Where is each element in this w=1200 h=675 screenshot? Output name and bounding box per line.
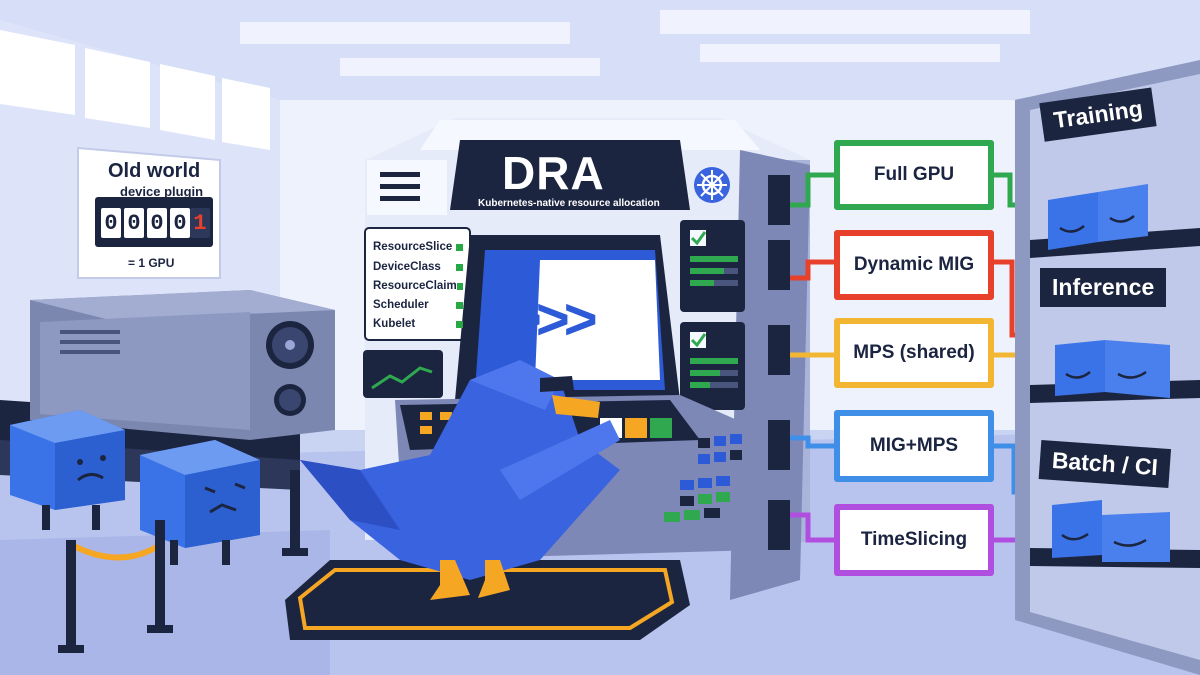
status-dot bbox=[456, 282, 463, 290]
vent bbox=[60, 330, 120, 334]
counter-digit: 0 bbox=[147, 208, 167, 238]
queue-barrier bbox=[58, 470, 308, 653]
console-title: DRA bbox=[502, 147, 605, 199]
old-world-subtitle: device plugin bbox=[120, 184, 204, 199]
counter-digit: 0 bbox=[101, 208, 121, 238]
route-full-gpu: Full GPU bbox=[834, 140, 994, 210]
counter-digit: 0 bbox=[124, 208, 144, 238]
check-icon bbox=[690, 230, 707, 246]
resource-item-kubelet: Kubelet bbox=[369, 314, 467, 334]
status-dot bbox=[456, 263, 463, 271]
happy-cube bbox=[1052, 500, 1170, 562]
resource-label: Scheduler bbox=[373, 299, 429, 311]
counter-digit: 0 bbox=[170, 208, 190, 238]
console-arrows: >>> bbox=[508, 287, 598, 352]
window bbox=[222, 78, 270, 150]
status-dot bbox=[456, 243, 463, 251]
resource-label: Kubelet bbox=[373, 318, 416, 330]
happy-cube bbox=[1055, 340, 1170, 398]
console-subtitle: Kubernetes-native resource allocation bbox=[478, 198, 660, 209]
old-world-title: Old world bbox=[108, 160, 201, 182]
resource-item-scheduler: Scheduler bbox=[369, 295, 467, 315]
resource-item-deviceclass: DeviceClass bbox=[369, 257, 467, 277]
resource-item-resourceslice: ResourceSlice bbox=[369, 237, 467, 257]
route-mig-mps: MIG+MPS bbox=[834, 410, 994, 482]
resource-label: ResourceClaim bbox=[373, 280, 457, 292]
route-mps-shared: MPS (shared) bbox=[834, 318, 994, 388]
ceiling-light bbox=[700, 44, 1000, 62]
trend-up-icon bbox=[371, 366, 433, 390]
counter-digit-active: 1 bbox=[190, 208, 210, 238]
resource-label: ResourceSlice bbox=[373, 241, 453, 253]
old-gpu-box-top bbox=[30, 290, 335, 320]
kubernetes-helm-icon bbox=[694, 167, 730, 203]
vent bbox=[60, 340, 120, 344]
status-dot bbox=[456, 301, 463, 309]
platform bbox=[285, 560, 690, 640]
resource-item-resourceclaim: ResourceClaim bbox=[369, 276, 467, 296]
old-world-footer: = 1 GPU bbox=[128, 256, 175, 270]
gpu-fan-icon bbox=[266, 321, 314, 416]
route-timeslicing: TimeSlicing bbox=[834, 504, 994, 576]
duck-mascot bbox=[300, 360, 620, 600]
ceiling-light bbox=[660, 10, 1030, 34]
ceiling-light bbox=[340, 58, 600, 76]
status-dot bbox=[456, 320, 463, 328]
shelf-label-inference: Inference bbox=[1040, 268, 1167, 307]
vent bbox=[60, 350, 120, 354]
window bbox=[85, 48, 150, 128]
check-icon bbox=[690, 332, 707, 348]
route-dynamic-mig: Dynamic MIG bbox=[834, 230, 994, 300]
sad-cube bbox=[140, 440, 260, 565]
happy-cube bbox=[1048, 184, 1148, 250]
resource-label: DeviceClass bbox=[373, 261, 441, 273]
window bbox=[0, 30, 75, 115]
window bbox=[160, 64, 215, 140]
sad-cube bbox=[10, 410, 125, 530]
ceiling-light bbox=[240, 22, 570, 44]
